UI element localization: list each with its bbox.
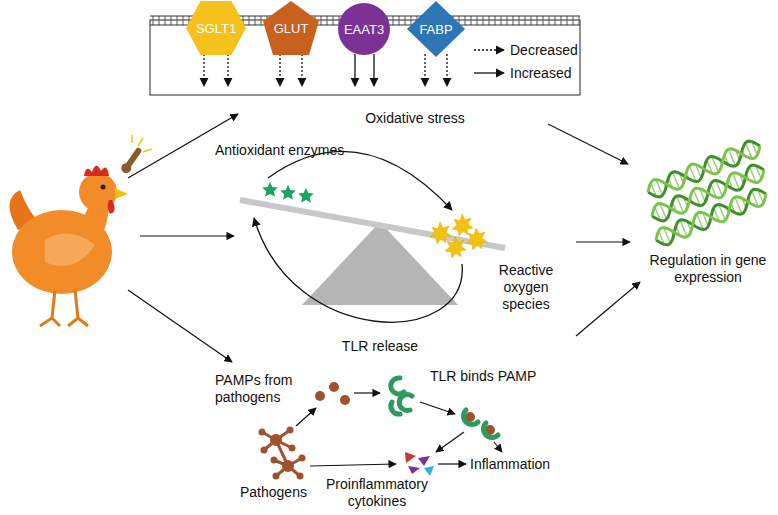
annotation-text: Proinflammatory cytokines (318, 476, 436, 510)
legend-samples (474, 50, 504, 73)
annotation-text: PAMPs from pathogens (215, 372, 307, 406)
dna-helix (648, 141, 766, 245)
chicken-illustration (9, 135, 152, 326)
annotation-text: Pathogens (240, 484, 320, 501)
annotation-text: TLR release (330, 338, 430, 355)
transporter: EAAT3 (337, 2, 391, 56)
legend-text: Decreased (510, 42, 578, 59)
annotation-text: TLR binds PAMP (430, 368, 555, 385)
transporter-label: SGLT1 (196, 21, 236, 36)
flow-arrows (128, 114, 640, 362)
annotation-text: Antioxidant enzymes (215, 142, 365, 159)
membrane-box (150, 16, 580, 95)
transporter: SGLT1 (185, 0, 247, 56)
transporter-label: EAAT3 (344, 22, 384, 37)
annotation-text: Reactive oxygen species (480, 262, 572, 312)
transporter: FABP (406, 0, 466, 58)
immune-illustration (259, 378, 503, 480)
transporter-label: FABP (419, 22, 452, 37)
transporter-label: GLUT (274, 21, 309, 36)
annotation-text: Oxidative stress (345, 110, 485, 127)
transporter: GLUT (262, 0, 320, 56)
seesaw (240, 151, 505, 322)
transport-arrows (204, 54, 447, 86)
legend-text: Increased (510, 65, 571, 82)
annotation-text: Regulation in gene expression (644, 252, 772, 286)
annotation-text: Inflammation (470, 456, 570, 473)
